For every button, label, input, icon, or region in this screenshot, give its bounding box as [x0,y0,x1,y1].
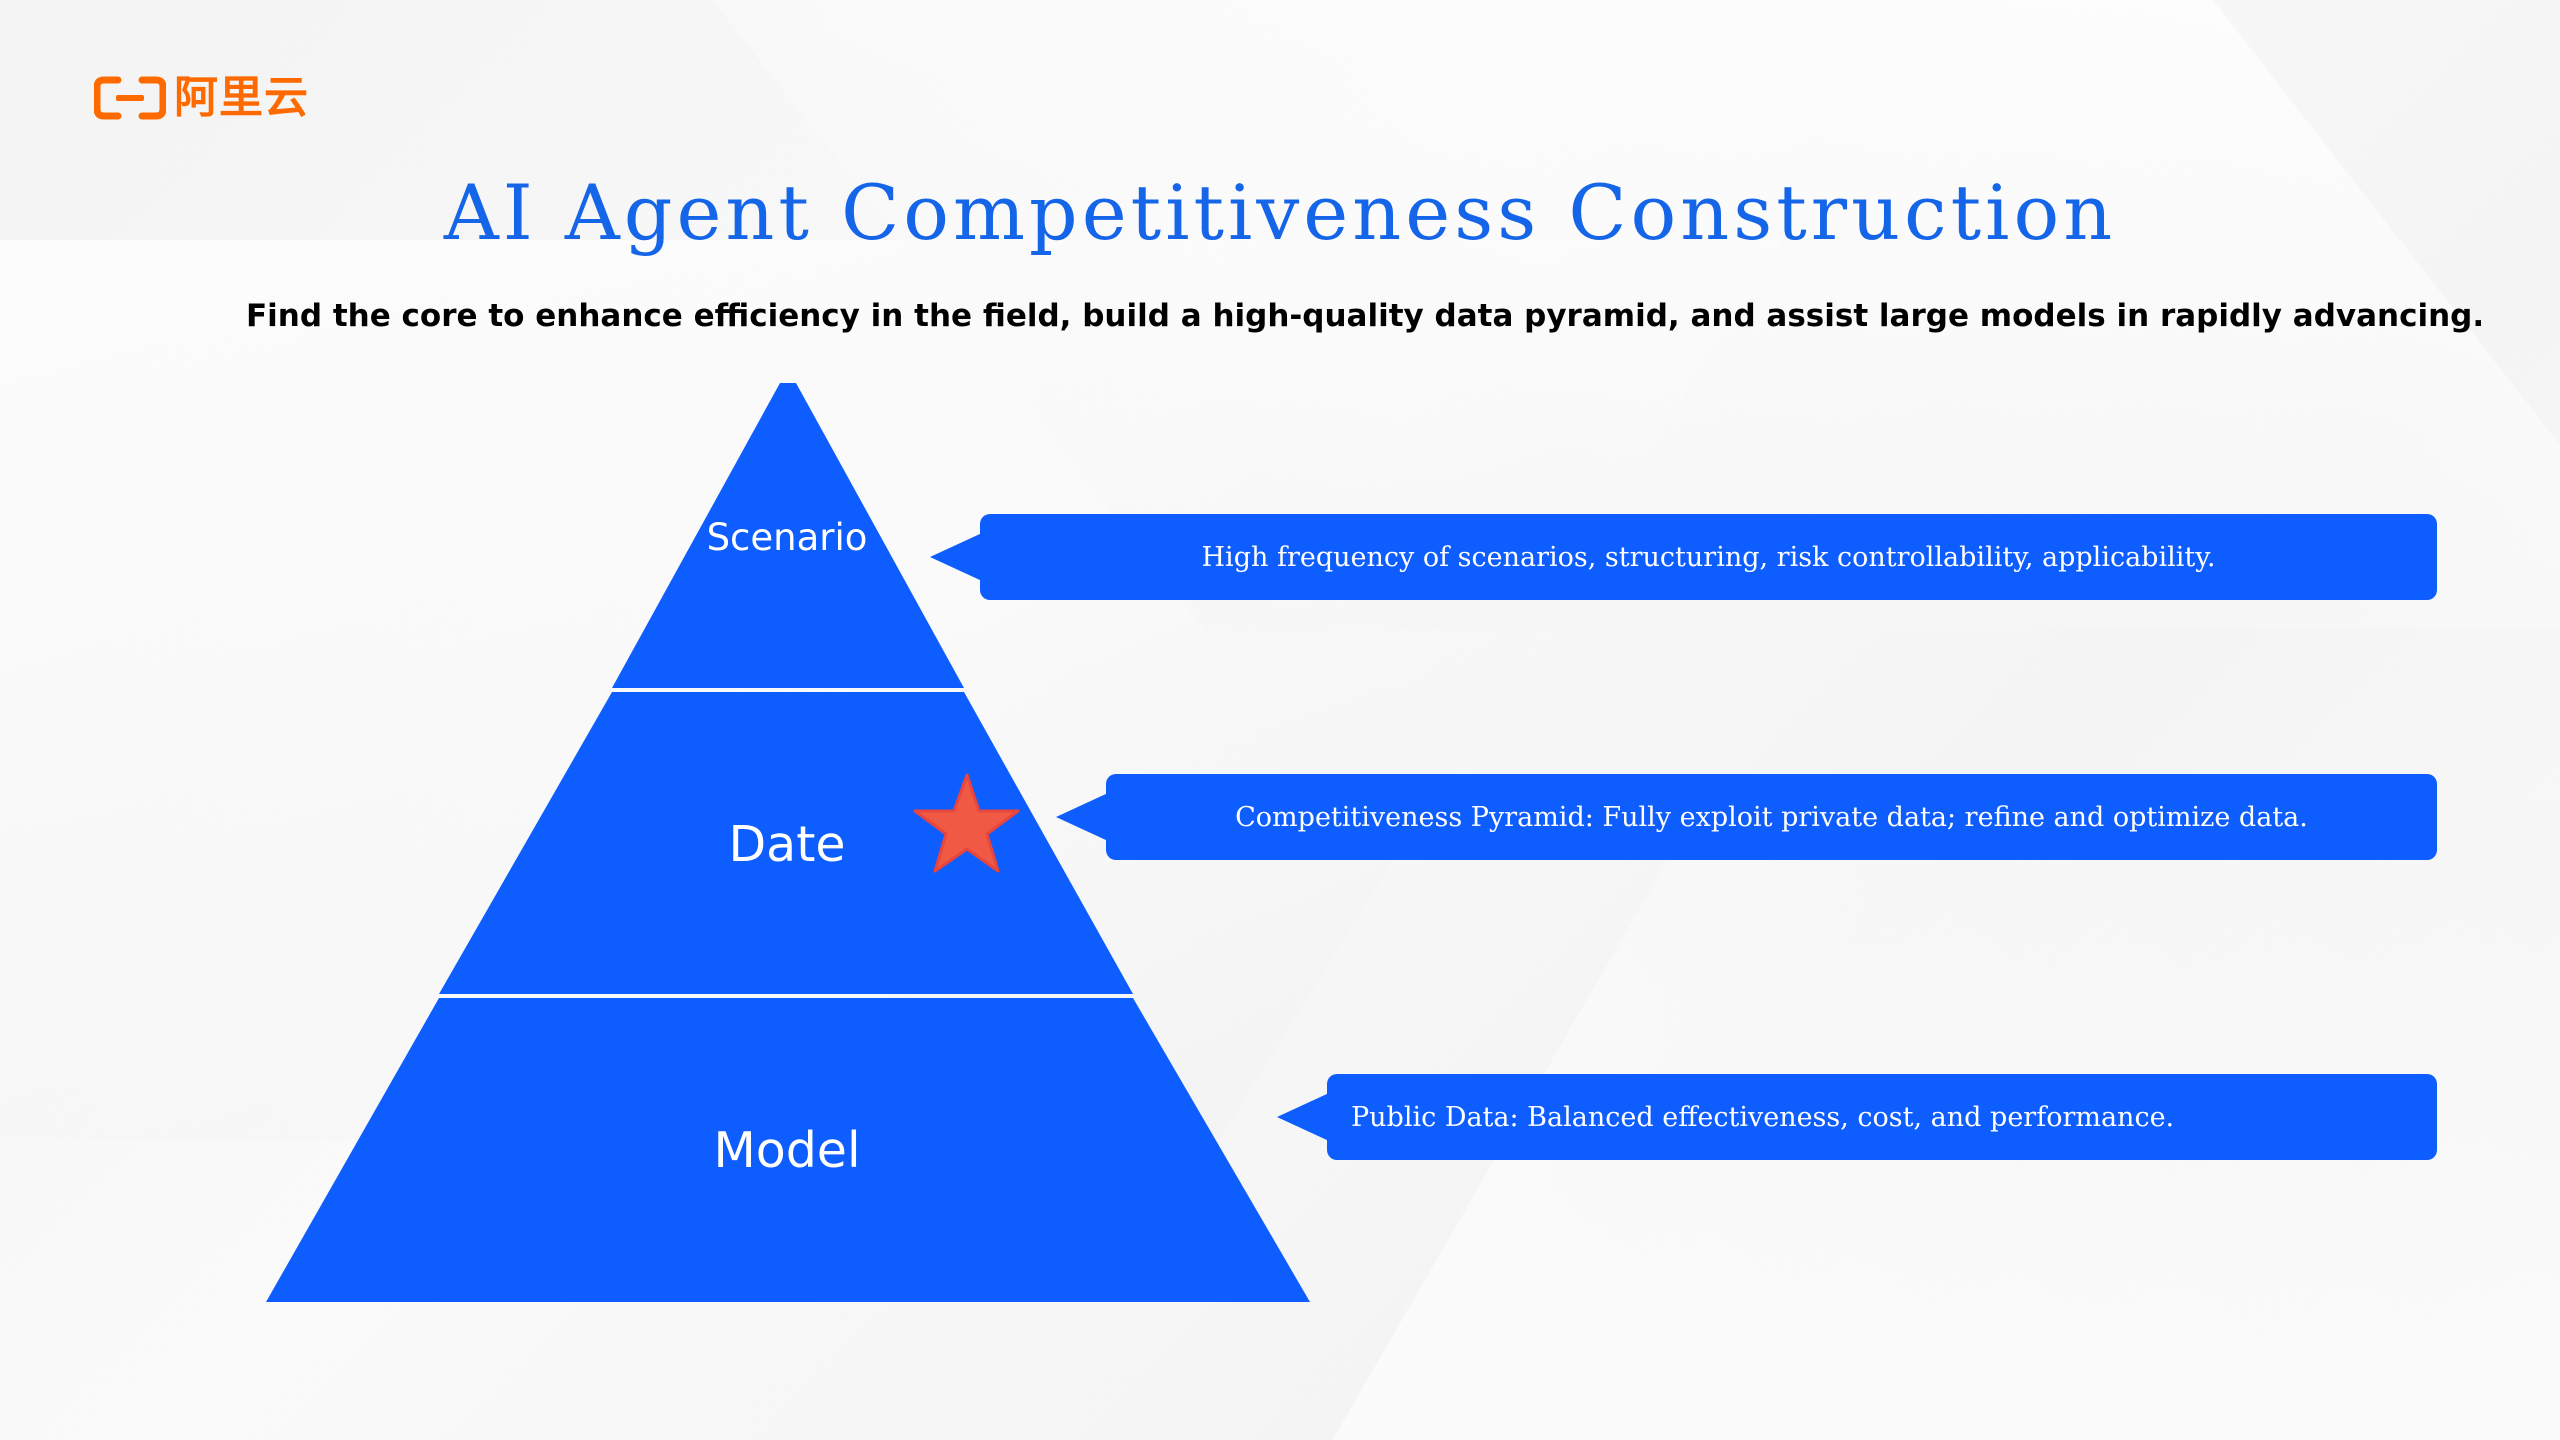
callout-scenario: High frequency of scenarios, structuring… [930,514,2437,600]
callout-data: Competitiveness Pyramid: Fully exploit p… [1056,774,2437,860]
tier-label-model: Model [713,1122,861,1179]
pyramid-tier-data [439,692,1133,994]
logo-text: 阿里云 [174,72,309,123]
callout-pointer [930,533,982,581]
pyramid-tier-scenario [612,383,964,688]
tier-label-scenario: Scenario [706,516,868,559]
tier-label-data: Date [728,816,846,873]
pyramid-tier-model [266,998,1310,1302]
callout-data-text: Competitiveness Pyramid: Fully exploit p… [1235,801,2308,833]
aliyun-bracket-icon [94,76,166,120]
aliyun-logo: 阿里云 [94,76,309,120]
callout-pointer [1056,793,1108,841]
callout-scenario-text: High frequency of scenarios, structuring… [1201,541,2216,573]
callout-model: Public Data: Balanced effectiveness, cos… [1277,1074,2437,1160]
page-subtitle: Find the core to enhance efficiency in t… [246,298,2485,334]
page-title: AI Agent Competitiveness Construction [443,168,2117,257]
callout-model-text: Public Data: Balanced effectiveness, cos… [1351,1101,2175,1133]
callout-pointer [1277,1093,1329,1141]
star-icon [913,773,1020,873]
